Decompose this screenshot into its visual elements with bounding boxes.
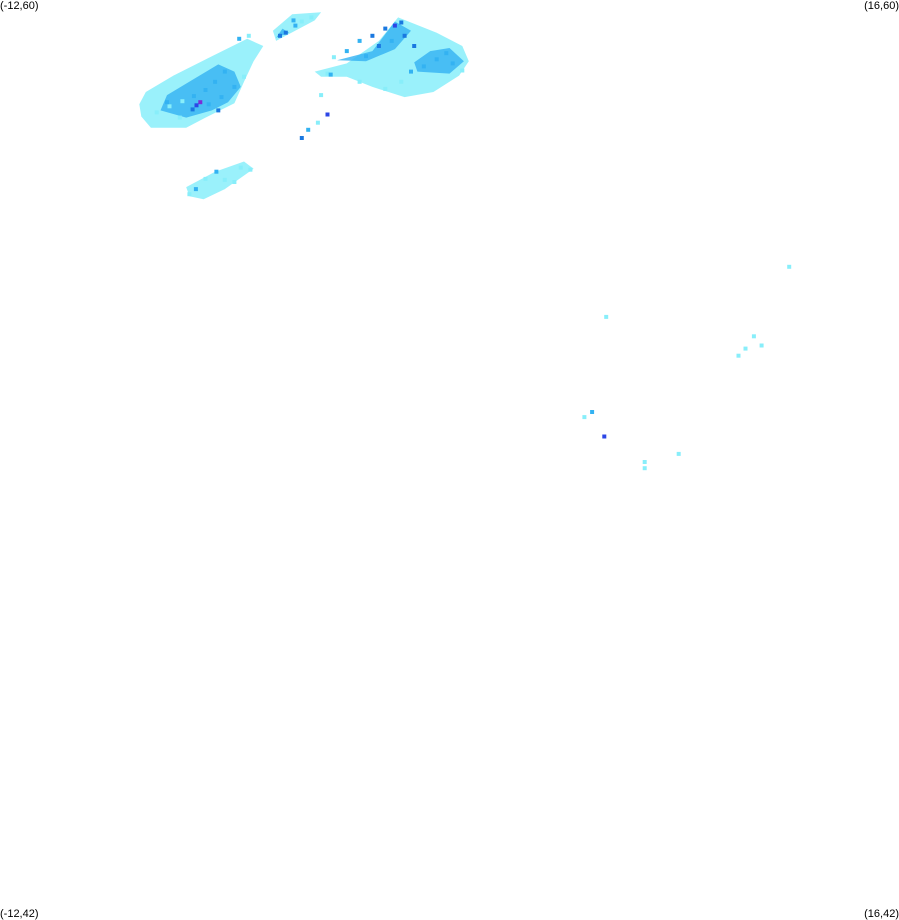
- precip-cell-12: [219, 95, 224, 100]
- precip-cell-33: [389, 38, 394, 43]
- precip-cell-46: [357, 79, 362, 84]
- precip-cell-34: [402, 33, 407, 38]
- precip-cell-65: [759, 343, 764, 348]
- precip-cell-64: [743, 346, 748, 351]
- precip-cell-7: [165, 100, 169, 105]
- precip-cell-70: [676, 451, 681, 456]
- precip-cell-35: [412, 44, 417, 48]
- precip-cell-26: [344, 49, 349, 54]
- precip-cell-39: [421, 64, 426, 69]
- precip-cell-6: [222, 69, 227, 74]
- corner-label-bottom-left: (-12,42): [0, 908, 39, 920]
- precip-cell-32: [376, 44, 381, 48]
- precip-cell-68: [582, 415, 587, 420]
- precip-region-5: [414, 48, 464, 74]
- precip-cell-59: [238, 165, 243, 170]
- precip-cell-67: [590, 410, 595, 414]
- precip-cell-24: [309, 15, 314, 20]
- precip-cell-50: [299, 136, 304, 140]
- precip-cell-71: [642, 460, 647, 464]
- corner-label-top-left: (-12,60): [0, 0, 39, 12]
- precip-cell-66: [736, 353, 741, 358]
- precip-cell-29: [383, 26, 388, 31]
- precip-cell-23: [293, 23, 298, 28]
- precip-cell-28: [370, 33, 375, 38]
- precip-cell-38: [409, 69, 413, 74]
- precip-cell-47: [325, 112, 330, 117]
- precip-cell-30: [392, 23, 397, 28]
- precip-cell-0: [154, 110, 159, 115]
- precip-cell-72: [642, 466, 647, 471]
- precip-cell-61: [787, 264, 792, 269]
- precip-cell-58: [232, 180, 237, 184]
- precip-cell-63: [751, 334, 756, 339]
- precip-cell-21: [291, 18, 296, 23]
- precip-cell-57: [222, 177, 227, 182]
- precip-cell-11: [206, 102, 211, 107]
- precip-cell-5: [213, 79, 218, 84]
- precip-cell-27: [357, 38, 362, 43]
- precip-cell-62: [604, 314, 609, 319]
- precip-cell-60: [248, 167, 253, 172]
- precip-cell-45: [383, 86, 388, 91]
- precip-region-1: [160, 64, 241, 118]
- precip-cell-31: [399, 20, 404, 25]
- precip-cell-36: [364, 54, 368, 59]
- precip-cell-49: [306, 127, 311, 132]
- precip-cell-37: [325, 71, 330, 76]
- precip-cell-14: [242, 74, 246, 79]
- precip-cell-44: [399, 79, 404, 84]
- precip-cell-53: [214, 169, 219, 174]
- precip-cell-55: [193, 187, 198, 192]
- precip-cell-22: [299, 19, 304, 24]
- precipitation-cells: [154, 15, 792, 471]
- precip-cell-3: [191, 94, 196, 99]
- precip-cell-4: [203, 88, 208, 92]
- precipitation-regions: [139, 12, 469, 200]
- precip-cell-41: [444, 51, 449, 56]
- precip-cell-48: [315, 120, 320, 125]
- precip-cell-2: [180, 99, 185, 104]
- precip-cell-69: [602, 434, 607, 439]
- precip-cell-20: [283, 30, 288, 35]
- precip-cell-1: [167, 104, 172, 109]
- precip-cell-8: [190, 107, 195, 112]
- precip-cell-40: [434, 57, 439, 62]
- precip-cell-43: [460, 68, 465, 73]
- precip-region-3: [314, 17, 469, 98]
- precip-region-6: [186, 161, 254, 200]
- precip-cell-18: [246, 33, 251, 38]
- precip-cell-17: [237, 36, 242, 41]
- corner-label-bottom-right: (16,42): [864, 908, 899, 920]
- precip-cell-13: [232, 84, 237, 89]
- precip-cell-15: [177, 115, 182, 120]
- precip-region-4: [337, 21, 411, 62]
- precip-cell-51: [319, 93, 324, 98]
- precip-cell-19: [278, 33, 282, 38]
- precip-cell-9: [198, 100, 203, 105]
- precip-cell-10: [194, 103, 199, 108]
- precip-cell-25: [331, 55, 336, 60]
- precip-cell-16: [216, 108, 221, 113]
- corner-label-top-right: (16,60): [864, 0, 899, 12]
- precip-cell-52: [328, 72, 333, 77]
- precip-cell-54: [203, 176, 208, 181]
- precip-cell-56: [187, 192, 192, 197]
- precip-cell-42: [450, 61, 455, 66]
